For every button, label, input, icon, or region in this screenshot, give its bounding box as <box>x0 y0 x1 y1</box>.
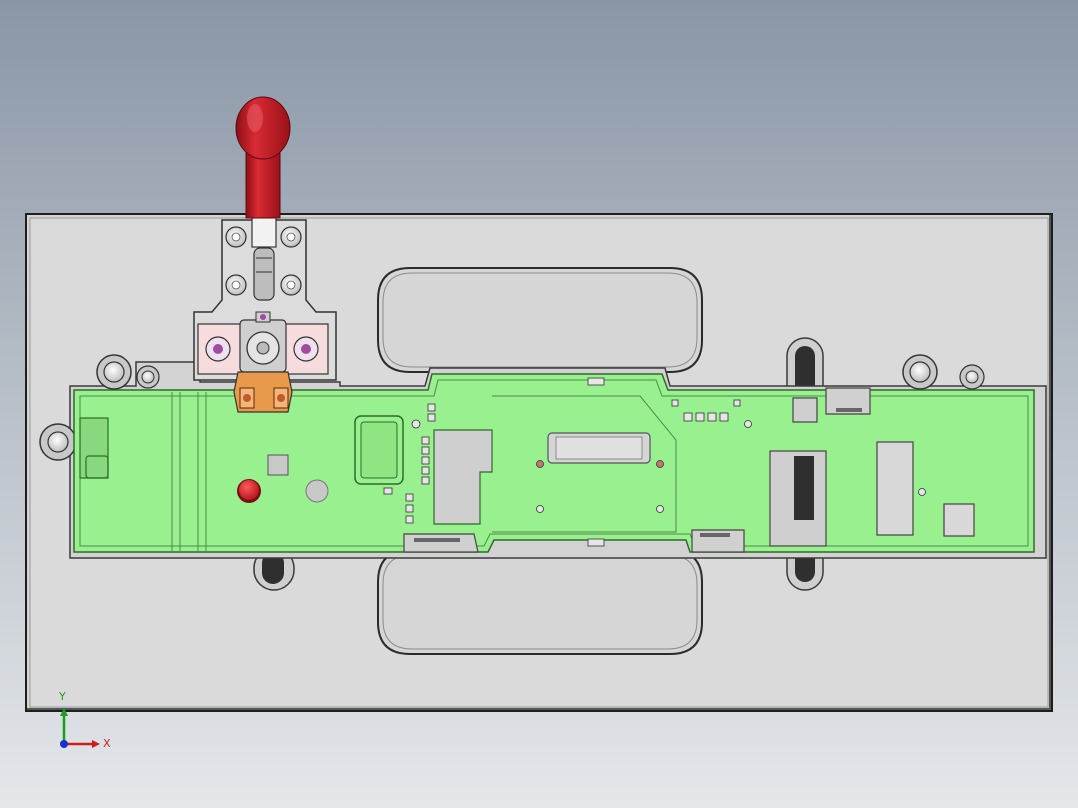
pcb-bottom-connector-left <box>403 533 479 553</box>
pcb-round-pad <box>305 479 329 503</box>
pcb-square-component <box>792 397 818 423</box>
triad-y-label: Y <box>58 690 66 703</box>
clamp-arm <box>251 214 277 248</box>
pcb-component-block <box>547 432 651 464</box>
red-button[interactable] <box>237 479 261 503</box>
bracket-bolt <box>225 226 302 296</box>
clamp-pad <box>233 371 293 413</box>
toggle-clamp[interactable] <box>193 96 337 413</box>
clamp-block-bolt <box>205 336 319 362</box>
triad-x-label: X <box>103 737 111 750</box>
locating-pin-side <box>39 423 77 461</box>
clamp-linkage <box>253 247 275 301</box>
lower-cutout <box>377 549 703 655</box>
pcb-cutout-middle <box>433 429 493 525</box>
pcb-chip <box>354 415 404 485</box>
locating-pin-right <box>902 354 938 390</box>
pcb-top-connector <box>825 387 871 415</box>
locating-pin-left-small <box>136 365 160 389</box>
pcb-tall-component <box>876 441 914 536</box>
clamp-handle[interactable] <box>235 96 291 219</box>
pcb-small-components <box>383 377 926 547</box>
locating-pin-right-small <box>959 364 985 390</box>
pcb-inner-outline <box>492 395 677 533</box>
triad-origin <box>60 740 68 748</box>
upper-cutout <box>377 267 703 373</box>
coordinate-triad: X Y <box>58 690 111 750</box>
pcb-small-square <box>943 503 975 537</box>
locating-pin-left <box>96 354 132 390</box>
pcb-bottom-connector-right <box>691 529 745 553</box>
pcb-square-pad <box>267 454 289 476</box>
pcb-connector-left <box>79 417 109 479</box>
pcb-slot-right <box>769 450 827 547</box>
